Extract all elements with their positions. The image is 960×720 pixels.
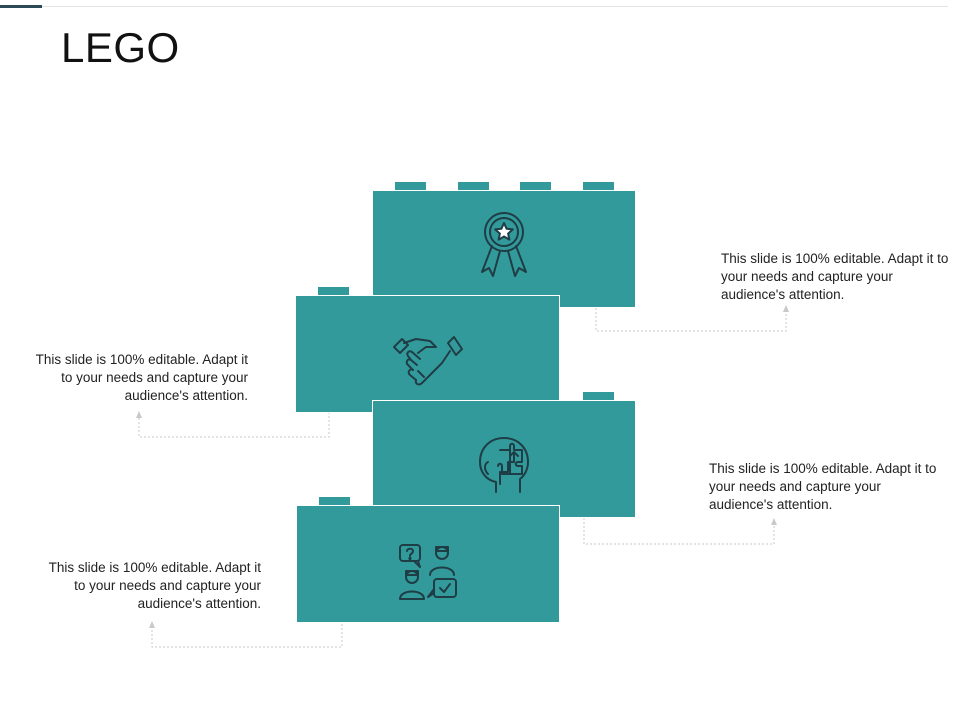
lego-brick-4 [296, 497, 560, 623]
brick-stud [583, 392, 614, 402]
brick-body [296, 505, 560, 623]
lego-brick-2 [295, 287, 560, 413]
brick-stud [583, 182, 614, 192]
connector-3 [583, 518, 775, 545]
handshake-icon [390, 333, 466, 394]
brick-stud [319, 497, 350, 507]
lego-brick-1 [372, 182, 636, 308]
brick-stud [458, 182, 489, 192]
brick-body [372, 400, 636, 518]
slide-title: LEGO [61, 24, 180, 71]
note-bottom-left: This slide is 100% editable. Adapt it to… [48, 560, 261, 611]
lego-brick-3 [372, 392, 636, 518]
connector-2 [138, 412, 330, 438]
award-ribbon-icon [474, 210, 534, 283]
connector-1-arrowhead [783, 305, 789, 312]
brick-stud [395, 182, 426, 192]
connector-4-arrowhead [149, 621, 155, 628]
top-rule [0, 6, 948, 7]
connector-3-arrowhead [771, 518, 777, 525]
brick-body [295, 295, 560, 413]
people-chat-icon [396, 541, 460, 608]
head-puzzle-icon [472, 434, 536, 501]
note-middle-left: This slide is 100% editable. Adapt it to… [35, 352, 248, 403]
brick-body [372, 190, 636, 308]
connector-4 [151, 624, 343, 648]
note-top-right: This slide is 100% editable. Adapt it to… [721, 251, 949, 302]
brick-stud [520, 182, 551, 192]
connector-2-arrowhead [136, 411, 142, 418]
note-lower-right: This slide is 100% editable. Adapt it to… [709, 461, 937, 512]
connector-1 [595, 308, 787, 332]
brick-stud [318, 287, 349, 297]
top-accent-bar [0, 5, 42, 8]
